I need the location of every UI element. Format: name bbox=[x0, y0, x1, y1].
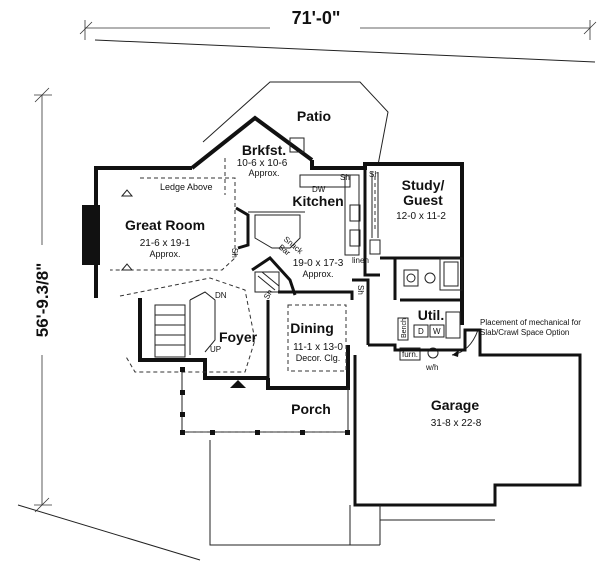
sink bbox=[445, 311, 461, 339]
great-room-shelf-label: Sh bbox=[230, 248, 239, 258]
stairs-up-label: UP bbox=[210, 345, 221, 354]
kitchen-fixtures bbox=[248, 174, 361, 256]
dining-note: Decor. Clg. bbox=[296, 353, 341, 363]
kitchen-label: Kitchen bbox=[292, 193, 343, 209]
dimension-lines bbox=[17, 20, 597, 561]
bench bbox=[397, 317, 409, 341]
study-closet bbox=[369, 172, 381, 255]
dishwasher-label: DW bbox=[312, 185, 326, 194]
great-room-size: 21-6 x 19-1 bbox=[140, 238, 191, 249]
kitchen-note: Approx. bbox=[302, 269, 333, 279]
dining-label: Dining bbox=[290, 320, 334, 336]
breakfast-size: 10-6 x 10-6 bbox=[237, 158, 288, 169]
study-size: 12-0 x 11-2 bbox=[396, 211, 446, 222]
garage-walls bbox=[353, 328, 582, 507]
great-room-label: Great Room bbox=[125, 217, 205, 233]
washer bbox=[429, 324, 445, 338]
dryer-label: D bbox=[418, 327, 424, 336]
garage-size: 31-8 x 22-8 bbox=[431, 418, 482, 429]
fireplace bbox=[82, 205, 100, 265]
width-dimension: 71'-0" bbox=[292, 8, 341, 28]
dryer bbox=[413, 324, 429, 338]
study-label-line2: Guest bbox=[403, 192, 443, 208]
great-room-note: Approx. bbox=[149, 249, 180, 259]
furnace-label: furn. bbox=[402, 350, 418, 359]
dining-ceiling bbox=[287, 304, 347, 372]
bench-label: Bench bbox=[401, 318, 408, 338]
stairs-down-label: DN bbox=[215, 291, 227, 300]
porch-columns bbox=[180, 367, 350, 435]
water-heater-label: w/h bbox=[425, 363, 438, 372]
linen-shelf-label: Sh bbox=[356, 285, 365, 295]
kitchen-size: 19-0 x 17-3 bbox=[293, 258, 344, 269]
porch-outline bbox=[181, 370, 349, 433]
linen-label: linen bbox=[352, 256, 369, 265]
study-label-line1: Study/ bbox=[402, 177, 445, 193]
porch-label: Porch bbox=[291, 401, 331, 417]
dining-size: 11-1 x 13-0 bbox=[293, 342, 343, 353]
exterior-walls bbox=[82, 115, 464, 390]
laundry-label: Util. bbox=[418, 307, 444, 323]
entry-marker bbox=[230, 380, 246, 388]
garage-label: Garage bbox=[431, 397, 479, 413]
mechanical-note-line1: Placement of mechanical for bbox=[480, 318, 581, 327]
washer-label: W bbox=[433, 327, 441, 336]
furnace bbox=[399, 347, 421, 361]
study-shelf-label: Sh bbox=[369, 170, 379, 179]
patio-step bbox=[289, 137, 305, 153]
breakfast-label: Brkfst. bbox=[242, 142, 286, 158]
foyer-stairs bbox=[119, 277, 256, 373]
walkway bbox=[209, 440, 495, 546]
mechanical-note-line2: Slab/Crawl Space Option bbox=[480, 328, 569, 337]
interior-walls bbox=[235, 168, 462, 378]
breakfast-note: Approx. bbox=[248, 168, 279, 178]
ledge-label: Ledge Above bbox=[160, 182, 213, 192]
kitchen-shelf-label: Sh bbox=[340, 173, 350, 182]
patio-label: Patio bbox=[297, 108, 331, 124]
window-arrow-icon bbox=[120, 189, 134, 271]
bathroom bbox=[403, 257, 463, 291]
hall-stairs bbox=[254, 271, 280, 293]
patio-outline bbox=[202, 81, 389, 166]
foyer-label: Foyer bbox=[219, 329, 258, 345]
hall-shelf-label: Sh bbox=[262, 288, 275, 301]
great-room-ledge bbox=[110, 177, 236, 271]
depth-dimension: 56'-9.3/8" bbox=[33, 263, 52, 337]
water-heater bbox=[427, 347, 439, 359]
